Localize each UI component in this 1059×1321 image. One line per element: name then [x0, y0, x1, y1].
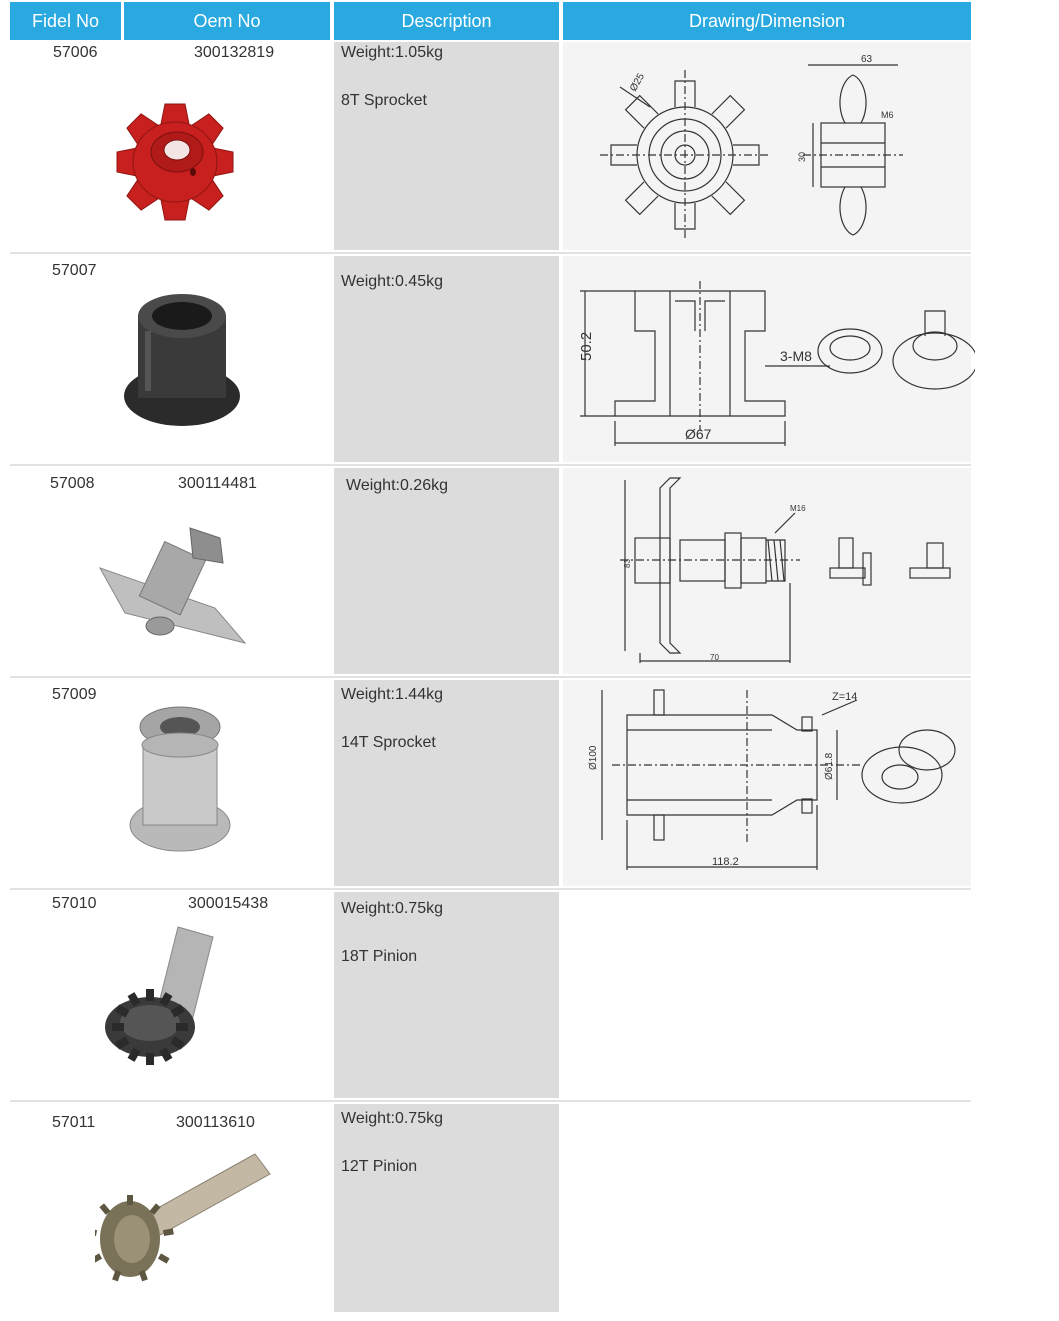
dim-sprocket-bore: 30 — [797, 152, 807, 162]
dim-hub-thread: 3-M8 — [780, 348, 812, 364]
dim-sprocket14-inner: Ø61.8 — [824, 752, 835, 780]
row-divider — [10, 252, 971, 254]
dim-sprocket-width: 63 — [861, 54, 873, 65]
drawing-cell — [563, 468, 971, 674]
drawing-cell — [563, 680, 971, 886]
description-cell — [334, 256, 559, 462]
drawing-cell — [563, 256, 971, 462]
header-fidel-no: Fidel No — [10, 2, 121, 40]
weight: Weight:0.45kg — [341, 273, 443, 290]
sprocket-8t-drawing: Ø25 63 M6 30 — [600, 54, 903, 240]
dim-hub-height: 50.2 — [578, 332, 595, 361]
table-row: 57006 300132819 Weight:1.05kg 8T Sprocke… — [10, 42, 971, 254]
pinion-12t-photo — [95, 1153, 271, 1282]
header-drawing-dimension: Drawing/Dimension — [563, 2, 971, 40]
table-row: 57009 Weight:1.44kg 14T Sprocket — [10, 680, 971, 890]
part-name: 14T Sprocket — [341, 734, 436, 751]
description-cell — [334, 42, 559, 250]
dim-sprocket14-diameter: Ø100 — [588, 745, 599, 770]
oem-no: 300132819 — [194, 44, 275, 61]
dim-sprocket14-teeth: Z=14 — [832, 691, 857, 703]
fidel-no: 57011 — [52, 1114, 96, 1131]
weight: Weight:1.44kg — [341, 686, 443, 703]
dim-sprocket14-length: 118.2 — [712, 856, 739, 868]
sprocket-14t-photo — [129, 706, 231, 852]
description-cell — [334, 892, 559, 1098]
dim-bolt-length: 70 — [710, 653, 719, 662]
fidel-no: 57008 — [50, 475, 95, 492]
part-name: 12T Pinion — [341, 1158, 418, 1175]
header-oem-no: Oem No — [124, 2, 330, 40]
weight: Weight:0.75kg — [341, 900, 443, 917]
bolt-clamp-drawing: 83 70 M16 — [620, 477, 951, 663]
hub-photo — [124, 294, 240, 426]
oem-no: 300113610 — [176, 1114, 255, 1131]
weight: Weight:0.26kg — [346, 477, 448, 494]
weight: Weight:0.75kg — [341, 1110, 443, 1127]
table-row: 57008 300114481 Weight:0.26kg — [10, 468, 971, 678]
part-name: 18T Pinion — [341, 948, 418, 965]
row-divider — [10, 888, 971, 890]
fidel-no: 57006 — [53, 44, 98, 61]
description-cell — [334, 1104, 559, 1312]
dim-sprocket-thread: M6 — [881, 110, 894, 120]
row-divider — [10, 676, 971, 678]
pinion-18t-photo — [105, 926, 214, 1065]
dim-hub-diameter: Ø67 — [685, 426, 712, 442]
table-row: 57010 300015438 Weight:0.75kg 18T Pinion — [10, 892, 971, 1102]
hub-drawing: 50.2 Ø67 3-M8 — [578, 281, 975, 446]
table-row: 57007 Weight:0.45kg — [10, 256, 975, 466]
fidel-no: 57009 — [52, 686, 97, 703]
fidel-no: 57007 — [52, 262, 97, 279]
header-description: Description — [334, 2, 559, 40]
sprocket-14t-drawing: Ø100 Ø61.8 118.2 Z=14 — [588, 689, 956, 870]
dim-sprocket-pitch: Ø25 — [628, 71, 647, 93]
dim-bolt-height: 83 — [623, 559, 632, 568]
table-row: 57011 300113610 Weight:0.75kg 12T Pinion — [10, 1104, 971, 1316]
oem-no: 300015438 — [188, 895, 269, 912]
description-cell — [334, 468, 559, 674]
part-name: 8T Sprocket — [341, 92, 427, 109]
fidel-no: 57010 — [52, 895, 97, 912]
oem-no: 300114481 — [178, 475, 257, 492]
dim-bolt-thread: M16 — [790, 504, 806, 513]
weight: Weight:1.05kg — [341, 44, 443, 61]
sprocket-8t-photo — [116, 103, 234, 221]
bolt-clamp-photo — [98, 527, 247, 644]
row-divider — [10, 464, 971, 466]
drawing-cell — [563, 42, 971, 250]
row-divider — [10, 1100, 971, 1102]
description-cell — [334, 680, 559, 886]
